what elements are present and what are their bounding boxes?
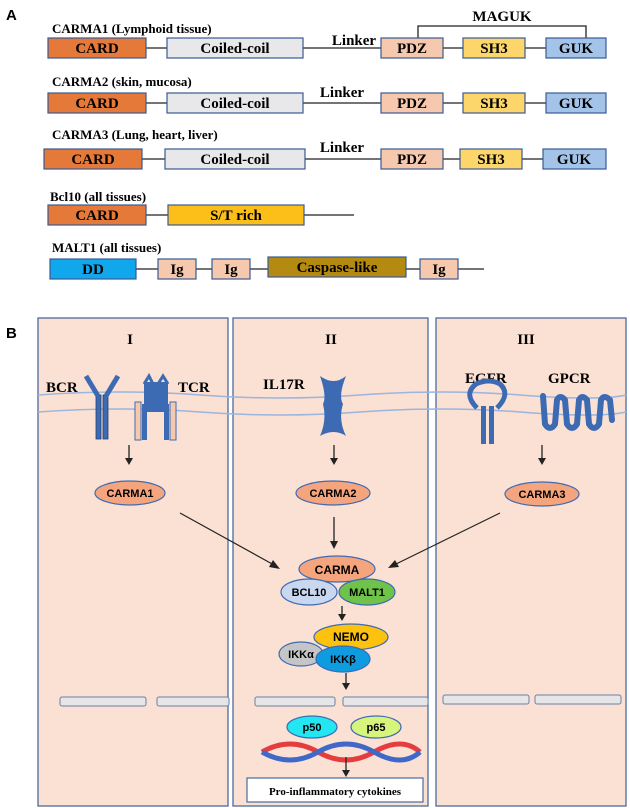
receptor-label-gpcr: GPCR (548, 371, 591, 387)
carma2-node (295, 480, 371, 506)
domain-ig: Ig (432, 262, 446, 278)
complex-carma-label: CARMA (315, 563, 360, 577)
bcl10-node (280, 578, 338, 606)
malt1-label: MALT1 (349, 587, 385, 599)
il17r-receptor-icon (320, 376, 346, 436)
converging-arrows (179, 512, 501, 569)
domain-guk: GUK (557, 152, 592, 168)
p65-node (350, 715, 402, 739)
p65-label: p65 (367, 722, 386, 734)
domain-coiled-coil: Coiled-coil (200, 96, 269, 112)
egfr-receptor-icon (467, 378, 508, 444)
domain-guk: GUK (559, 41, 594, 57)
bcl10-label: BCL10 (292, 587, 327, 599)
arrow-to-ikk-head (338, 614, 346, 621)
gpcr-receptor-icon (540, 393, 615, 431)
domain-sh3: SH3 (480, 41, 508, 57)
p50-label: p50 (303, 722, 322, 734)
receptor-label-il17r: IL17R (263, 377, 305, 393)
domain-card: CARD (75, 208, 118, 224)
domain-dd: DD (82, 262, 104, 278)
nuclear-membrane (59, 694, 622, 707)
column-label-iii: III (517, 332, 535, 348)
protein-carma1: CARMA1 (Lymphoid tissue) Linker CARD Coi… (47, 21, 607, 59)
carma1-node (94, 480, 166, 506)
domain-pdz: PDZ (397, 96, 427, 112)
domain-ig: Ig (170, 262, 184, 278)
malt1-node (338, 578, 396, 606)
protein-bcl10: Bcl10 (all tissues) CARD S/T rich (47, 189, 354, 226)
ikk-complex: NEMO IKKα IKKβ (278, 623, 389, 673)
arrows-to-carma (125, 445, 546, 465)
bcr-receptor-icon (83, 374, 121, 440)
column-i-panel (37, 317, 229, 807)
domain-guk: GUK (559, 96, 594, 112)
protein-carma3: CARMA3 (Lung, heart, liver) Linker CARD … (43, 127, 607, 170)
arrow-to-nucleus-head (342, 683, 350, 690)
protein-name: Bcl10 (all tissues) (50, 189, 146, 204)
cytokines-box (246, 777, 424, 803)
domain-card: CARD (75, 41, 118, 57)
protein-carma2: CARMA2 (skin, mucosa) Linker CARD Coiled… (47, 74, 607, 114)
protein-name: MALT1 (all tissues) (52, 240, 161, 255)
p50-node (286, 715, 338, 739)
carma3-label: CARMA3 (518, 489, 565, 501)
domain-caspase-like: Caspase-like (297, 260, 378, 276)
maguk-bracket: MAGUK (417, 9, 587, 38)
column-label-i: I (127, 332, 133, 348)
protein-name: CARMA1 (Lymphoid tissue) (52, 21, 212, 36)
nemo-label: NEMO (333, 630, 369, 644)
domain-pdz: PDZ (397, 152, 427, 168)
domain-coiled-coil: Coiled-coil (200, 152, 269, 168)
ikkb-node (315, 645, 371, 673)
complex-carma-node (298, 555, 376, 583)
linker-label: Linker (320, 85, 365, 101)
panel-b-letter: B (6, 325, 17, 342)
ikkb-label: IKKβ (330, 654, 356, 666)
protein-malt1: MALT1 (all tissues) DD Ig Ig Caspase-lik… (49, 240, 484, 280)
arrow-to-cytokines-head (342, 770, 350, 777)
tcr-receptor-icon (134, 372, 177, 441)
linker-label: Linker (332, 33, 377, 49)
ikka-label: IKKα (288, 649, 314, 661)
protein-name: CARMA2 (skin, mucosa) (52, 74, 192, 89)
maguk-label: MAGUK (472, 9, 531, 25)
carma3-node (504, 481, 580, 507)
cytokines-label: Pro-inflammatory cytokines (269, 786, 402, 798)
domain-sh3: SH3 (480, 96, 508, 112)
column-label-ii: II (325, 332, 337, 348)
domain-pdz: PDZ (397, 41, 427, 57)
receptor-label-tcr: TCR (178, 380, 210, 396)
carma1-label: CARMA1 (106, 488, 153, 500)
domain-coiled-coil: Coiled-coil (200, 41, 269, 57)
domain-ig: Ig (224, 262, 238, 278)
panel-a-letter: A (6, 7, 17, 24)
domain-st-rich: S/T rich (210, 208, 262, 224)
domain-card: CARD (75, 96, 118, 112)
domain-card: CARD (71, 152, 114, 168)
receptor-label-bcr: BCR (46, 380, 78, 396)
column-iii-panel (435, 317, 627, 807)
domain-sh3: SH3 (477, 152, 505, 168)
protein-name: CARMA3 (Lung, heart, liver) (52, 127, 218, 142)
cbm-complex: CARMA BCL10 MALT1 (280, 555, 396, 606)
carma2-label: CARMA2 (309, 488, 356, 500)
linker-label: Linker (320, 140, 365, 156)
